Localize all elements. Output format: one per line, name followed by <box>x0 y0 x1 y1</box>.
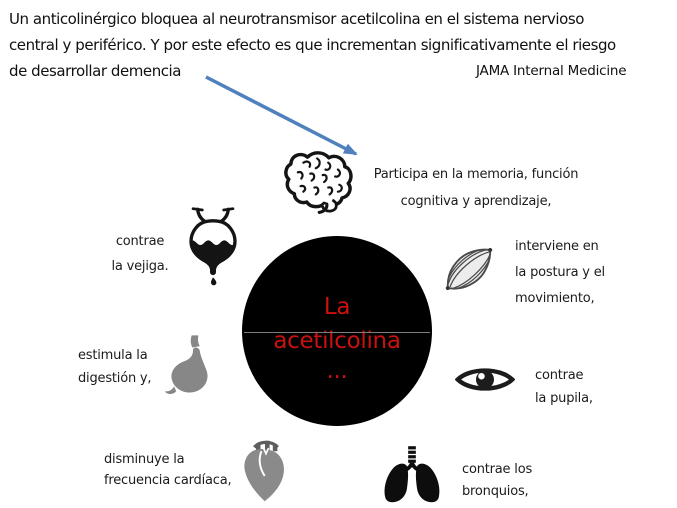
label-line: contrae <box>115 234 165 249</box>
label-line: digestión y, <box>78 371 152 386</box>
header-line-2: central y periférico. Y por este efecto … <box>9 36 616 54</box>
header-text: Un anticolinérgico bloquea al neurotrans… <box>9 6 675 84</box>
bladder-icon <box>189 207 237 286</box>
circle-ellipsis: ... <box>326 358 348 384</box>
label-line: disminuye la <box>104 452 185 467</box>
stomach-icon <box>164 335 208 395</box>
eye-icon <box>455 368 515 391</box>
label-line: cognitiva y aprendizaje, <box>400 194 552 209</box>
label-line: Participa en la memoria, función <box>373 167 579 182</box>
label-line: la pupila, <box>535 391 593 406</box>
muscle-function-label: interviene en la postura y el movimiento… <box>515 234 633 312</box>
header-line-1: Un anticolinérgico bloquea al neurotrans… <box>9 10 584 28</box>
label-line: interviene en <box>515 239 599 254</box>
label-line: estimula la <box>78 348 148 363</box>
muscle-icon <box>445 247 493 291</box>
attribution-text: JAMA Internal Medicine <box>476 63 627 79</box>
lungs-icon <box>384 446 440 503</box>
label-line: la vejiga. <box>111 259 169 274</box>
brain-icon <box>284 151 353 214</box>
circle-title-line1: La <box>323 294 351 320</box>
label-line: movimiento, <box>515 291 595 306</box>
lungs-function-label: contrae los bronquios, <box>462 459 562 503</box>
central-circle: La acetilcolina ... <box>242 236 432 426</box>
label-line: contrae <box>535 368 584 383</box>
circle-divider-line <box>244 332 430 333</box>
heart-function-label: disminuye la frecuencia cardíaca, <box>104 449 238 491</box>
header-line-3: de desarrollar demencia <box>9 62 182 80</box>
eye-function-label: contrae la pupila, <box>535 364 619 410</box>
stomach-function-label: estimula la digestión y, <box>78 344 174 390</box>
brain-function-label: Participa en la memoria, función cogniti… <box>370 161 582 215</box>
bladder-function-label: contrae la vejiga. <box>100 229 180 279</box>
label-line: bronquios, <box>462 484 529 499</box>
label-line: la postura y el <box>515 265 605 280</box>
heart-icon <box>244 440 284 502</box>
label-line: frecuencia cardíaca, <box>104 473 232 488</box>
label-line: contrae los <box>462 462 533 477</box>
